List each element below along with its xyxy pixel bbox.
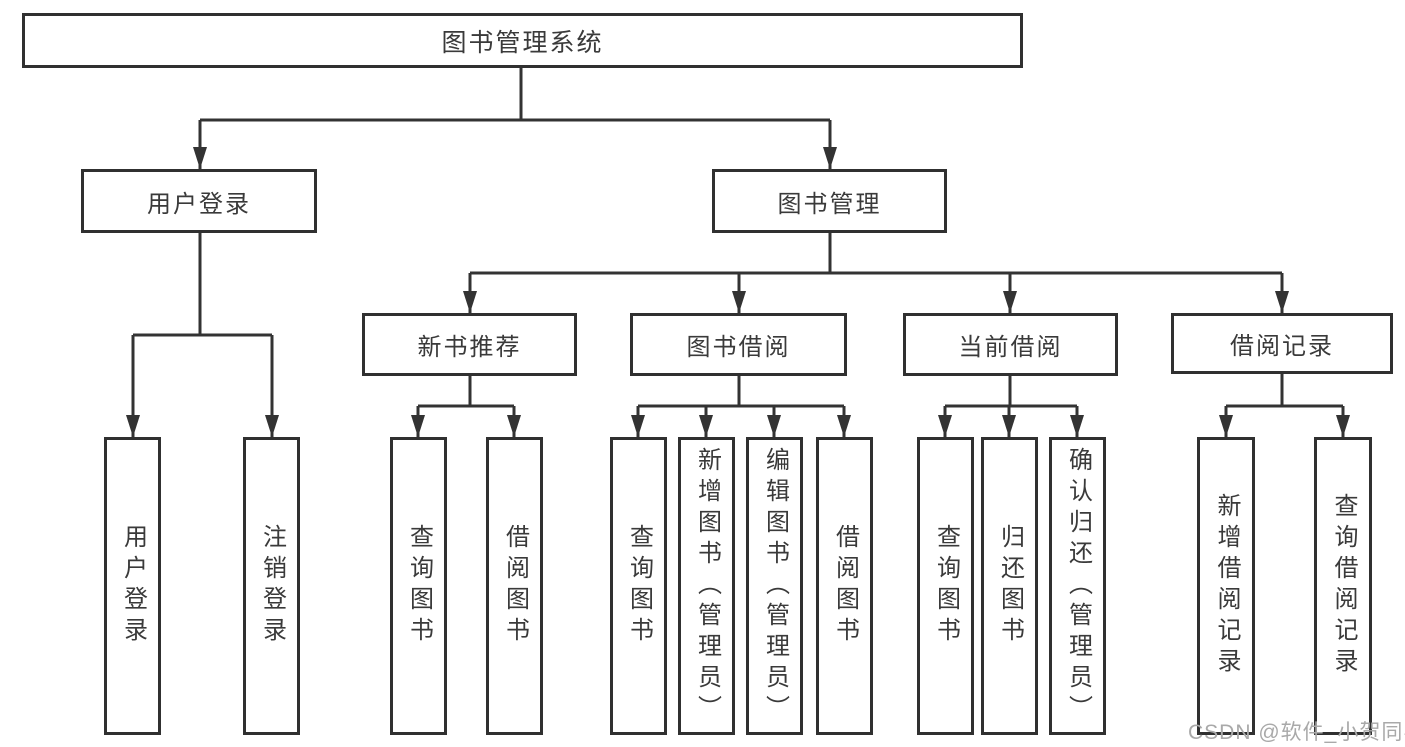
- connector-borrow-records-bus: [1226, 374, 1343, 408]
- connector-book-management-bus: [470, 233, 1282, 275]
- leaf-query-books-3: 查询图书: [917, 437, 974, 735]
- node-library-system: 图书管理系统: [22, 13, 1023, 68]
- connector-current-borrow-bus: [945, 376, 1077, 408]
- leaf-query-borrow-record: 查询借阅记录: [1314, 437, 1372, 735]
- connector-new-book-bus: [418, 376, 514, 408]
- node-book-borrow: 图书借阅: [630, 313, 847, 376]
- connector-root-bus: [200, 68, 830, 122]
- leaf-query-books-1: 查询图书: [390, 437, 447, 735]
- leaf-query-books-2: 查询图书: [610, 437, 667, 735]
- leaf-confirm-return-admin: 确认归还（管理员）: [1049, 437, 1106, 735]
- node-new-book-recommend: 新书推荐: [362, 313, 577, 376]
- leaf-borrow-books-2: 借阅图书: [816, 437, 873, 735]
- node-book-management: 图书管理: [712, 169, 947, 233]
- leaf-add-borrow-record: 新增借阅记录: [1197, 437, 1255, 735]
- leaf-return-books: 归还图书: [981, 437, 1038, 735]
- node-current-borrow: 当前借阅: [903, 313, 1118, 376]
- node-borrow-records: 借阅记录: [1171, 313, 1393, 374]
- leaf-logout: 注销登录: [243, 437, 300, 735]
- connector-book-borrow-bus: [638, 376, 844, 408]
- leaf-edit-book-admin: 编辑图书（管理员）: [746, 437, 803, 735]
- leaf-add-book-admin: 新增图书（管理员）: [678, 437, 735, 735]
- leaf-user-login: 用户登录: [104, 437, 161, 735]
- watermark: CSDN @软件_小贺同学: [1188, 721, 1405, 744]
- node-user-login: 用户登录: [81, 169, 317, 233]
- leaf-borrow-books-1: 借阅图书: [486, 437, 543, 735]
- connector-user-login-bus: [133, 233, 272, 337]
